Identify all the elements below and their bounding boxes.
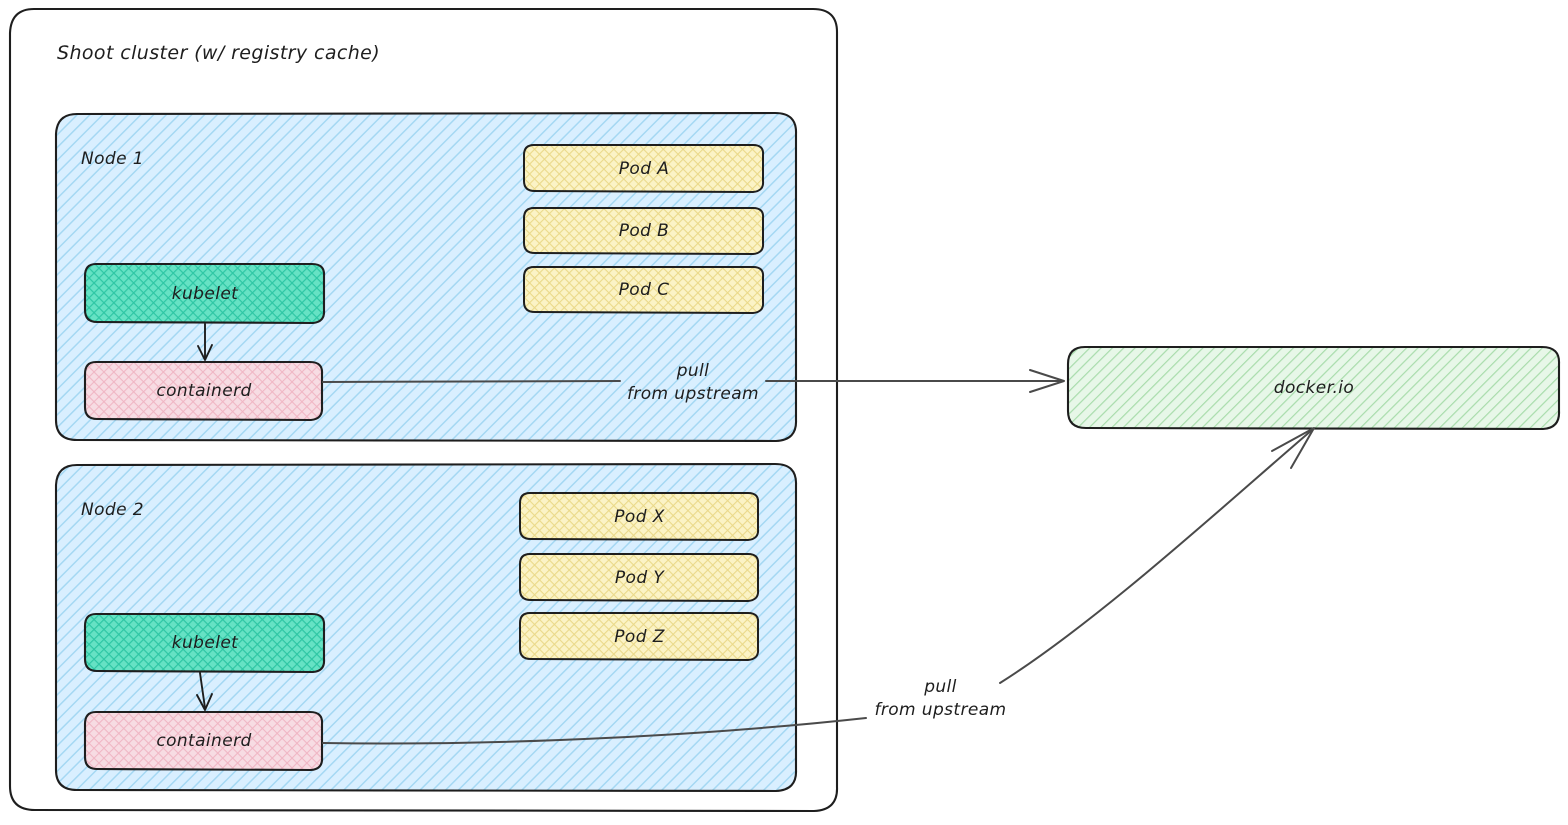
pod-y[interactable]: Pod Y bbox=[520, 554, 759, 601]
pod-z-label: Pod Z bbox=[614, 626, 665, 647]
pod-z-box bbox=[519, 612, 760, 661]
edge-node1-pull-from-upstream bbox=[322, 369, 1065, 393]
docker-io-box bbox=[1066, 345, 1561, 431]
edge-label-node2-pull-line2: from upstream bbox=[874, 699, 1007, 720]
pod-z[interactable]: Pod Z bbox=[520, 613, 759, 660]
containerd-node-2-box bbox=[83, 710, 324, 772]
pod-a-box bbox=[523, 144, 765, 193]
pod-a[interactable]: Pod A bbox=[524, 145, 764, 192]
node-1-box bbox=[54, 111, 798, 443]
containerd-node-2-label: containerd bbox=[156, 731, 252, 751]
containerd-node-1[interactable]: containerd bbox=[85, 362, 323, 420]
edge-label-node1-pull-line1: pull bbox=[676, 361, 710, 381]
arrow-kubelet-to-containerd-node-2 bbox=[196, 672, 213, 711]
edge-label-node1-pull: pull from upstream bbox=[621, 360, 765, 406]
containerd-node-1-label: containerd bbox=[156, 381, 252, 401]
pod-c[interactable]: Pod C bbox=[524, 267, 764, 313]
kubelet-node-2-label: kubelet bbox=[171, 633, 239, 653]
pod-x[interactable]: Pod X bbox=[520, 493, 759, 540]
containerd-node-1-box bbox=[83, 360, 324, 422]
edge-node2-pull-from-upstream bbox=[322, 427, 1315, 745]
docker-io-registry[interactable]: docker.io bbox=[1068, 347, 1560, 429]
pod-b-label: Pod B bbox=[618, 221, 670, 241]
pod-b-box bbox=[523, 207, 765, 255]
pod-x-box bbox=[519, 492, 760, 541]
arrow-kubelet-to-containerd-node-1 bbox=[197, 323, 213, 361]
pod-x-label: Pod X bbox=[614, 506, 665, 527]
pod-c-label: Pod C bbox=[618, 280, 670, 300]
docker-io-label: docker.io bbox=[1273, 378, 1355, 398]
pod-y-box bbox=[519, 553, 760, 602]
kubelet-node-1-label: kubelet bbox=[171, 283, 239, 304]
kubelet-node-1[interactable]: kubelet bbox=[85, 264, 325, 323]
edge-label-node2-pull-line1: pull bbox=[924, 677, 957, 697]
edge-label-node2-pull: pull from upstream bbox=[868, 676, 1013, 722]
pod-y-label: Pod Y bbox=[614, 567, 665, 588]
pod-a-label: Pod A bbox=[618, 158, 670, 179]
edge-label-node1-pull-line2: from upstream bbox=[626, 383, 760, 404]
kubelet-node-2[interactable]: kubelet bbox=[85, 614, 325, 672]
kubelet-node-2-box bbox=[83, 612, 326, 674]
pod-c-box bbox=[523, 266, 765, 314]
node-2-box bbox=[54, 462, 798, 793]
pod-b[interactable]: Pod B bbox=[524, 208, 764, 254]
kubelet-node-1-box bbox=[83, 262, 326, 325]
containerd-node-2[interactable]: containerd bbox=[85, 712, 323, 770]
